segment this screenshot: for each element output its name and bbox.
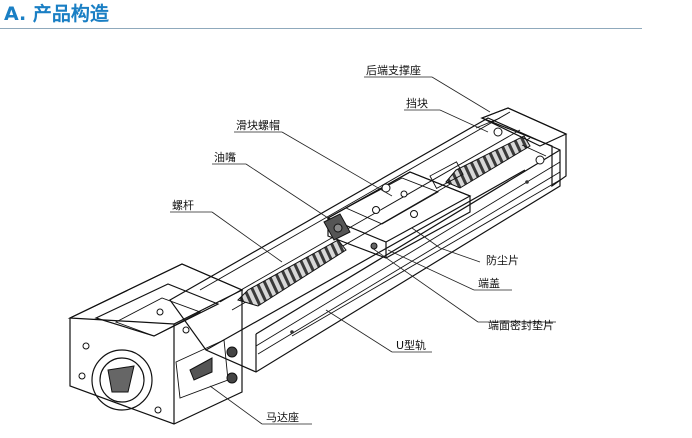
label-screw-rod: 螺杆 bbox=[172, 198, 194, 212]
page-title: A. 产品构造 bbox=[4, 3, 109, 25]
label-u-rail: U型轨 bbox=[396, 338, 426, 352]
title-divider bbox=[0, 28, 642, 29]
label-end-cap: 端盖 bbox=[478, 276, 500, 290]
motor-mount-housing bbox=[67, 263, 244, 425]
screw-rod bbox=[237, 135, 547, 307]
label-dust-strip: 防尘片 bbox=[486, 253, 519, 267]
label-rear-support: 后端支撑座 bbox=[366, 63, 421, 77]
label-motor-mount: 马达座 bbox=[266, 410, 299, 424]
label-stopper: 挡块 bbox=[406, 96, 428, 110]
rear-support-block bbox=[475, 107, 568, 188]
slider-block bbox=[323, 161, 472, 259]
label-end-seal: 端面密封垫片 bbox=[488, 318, 554, 332]
label-oil-nozzle: 油嘴 bbox=[214, 150, 236, 164]
label-slider-nut: 滑块螺帽 bbox=[236, 119, 280, 132]
